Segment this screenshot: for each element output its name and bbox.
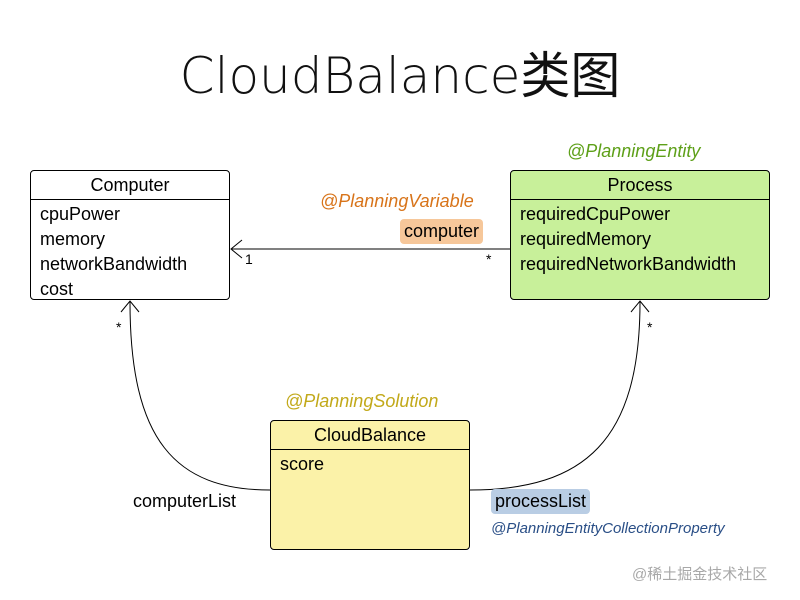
attribute-requiredmemory: requiredMemory	[520, 229, 652, 249]
diagram-title: CloudBalance类图	[179, 47, 621, 105]
computer-list-curve	[129, 301, 271, 491]
class-process: Process requiredCpuPower requiredMemory …	[510, 170, 770, 300]
attribute-requiredcpupower: requiredCpuPower	[520, 204, 671, 224]
class-computer-attributes: cpuPower memory networkBandwidth cost	[31, 200, 229, 302]
planning-solution-annotation: @PlanningSolution	[285, 391, 439, 411]
computer-list-label: computerList	[133, 491, 237, 511]
process-list-curve	[469, 301, 641, 491]
planning-entity-annotation: @PlanningEntity	[567, 141, 701, 161]
class-process-attributes: requiredCpuPower requiredMemory required…	[511, 200, 769, 277]
multiplicity-computer-one: 1	[245, 251, 253, 267]
multiplicity-computer-list: *	[116, 319, 122, 335]
entity-collection-property-annotation: @PlanningEntityCollectionProperty	[491, 520, 725, 537]
attribute-cpupower: cpuPower	[40, 204, 121, 224]
computer-list-arrowhead	[120, 300, 140, 313]
attribute-score: score	[280, 454, 325, 474]
class-computer: Computer cpuPower memory networkBandwidt…	[30, 170, 230, 300]
multiplicity-process-many: *	[486, 251, 492, 267]
class-cloudbalance-name: CloudBalance	[271, 421, 469, 450]
class-computer-name: Computer	[31, 171, 229, 200]
attribute-networkbandwidth: networkBandwidth	[40, 254, 188, 274]
computer-field-label: computer	[400, 219, 484, 244]
watermark: @稀土掘金技术社区	[632, 566, 768, 583]
attribute-requirednetworkbandwidth: requiredNetworkBandwidth	[520, 254, 737, 274]
attribute-cost: cost	[40, 279, 74, 299]
class-cloudbalance-attributes: score	[271, 450, 469, 477]
class-process-name: Process	[511, 171, 769, 200]
process-computer-arrowhead	[230, 239, 243, 259]
process-list-label: processList	[491, 489, 591, 514]
class-cloudbalance: CloudBalance score	[270, 420, 470, 550]
planning-variable-annotation: @PlanningVariable	[320, 191, 474, 211]
process-list-arrowhead	[630, 300, 650, 313]
attribute-memory: memory	[40, 229, 106, 249]
multiplicity-process-list: *	[647, 319, 653, 335]
